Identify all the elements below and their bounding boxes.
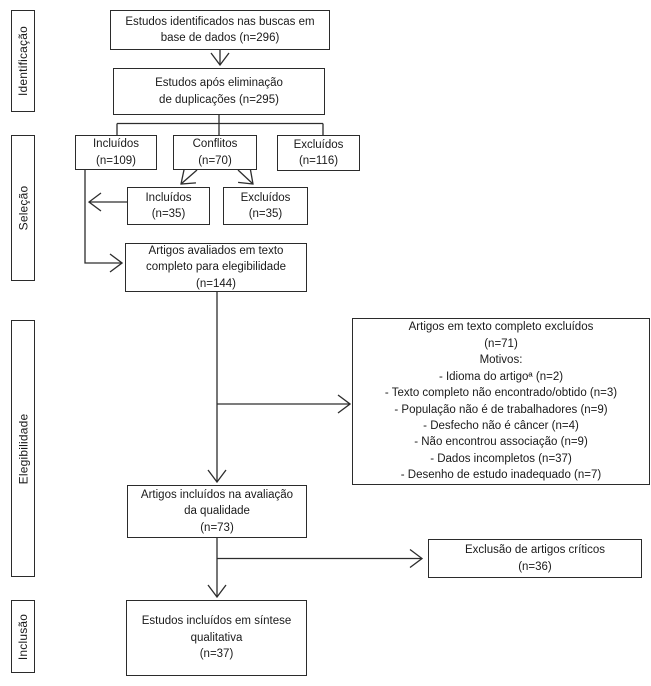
box-fulltext-assessed: Artigos avaliados em texto completo para… (125, 243, 307, 292)
box-screening-conflicts: Conflitos (n=70) (173, 135, 257, 170)
box-identified-studies: Estudos identificados nas buscas em base… (110, 10, 330, 50)
box-fulltext-excluded-text: Artigos em texto completo excluídos (n=7… (384, 321, 618, 482)
box-critical-excluded: Exclusão de artigos críticos (n=36) (428, 539, 642, 578)
box-screening-conflicts-text: Conflitos (n=70) (192, 138, 238, 167)
stage-identification-label: Identificação (16, 26, 31, 96)
box-after-deduplication-text: Estudos após eliminação de duplicações (… (155, 77, 283, 106)
arrow-conflicts-to-included (181, 170, 198, 184)
box-identified-studies-text: Estudos identificados nas buscas em base… (125, 15, 315, 44)
box-screening-included: Incluídos (n=109) (75, 135, 157, 170)
arrow-conflicts-to-excluded (237, 170, 253, 184)
box-after-deduplication: Estudos após eliminação de duplicações (… (113, 68, 325, 115)
stage-selection: Seleção (11, 135, 35, 281)
box-conflicts-included-text: Incluídos (n=35) (145, 191, 192, 220)
box-quality-included-text: Artigos incluídos na avaliação da qualid… (140, 488, 294, 534)
box-screening-excluded-text: Excluídos (n=116) (293, 138, 344, 167)
stage-inclusion: Inclusão (11, 600, 35, 673)
stage-eligibility-label: Elegibilidade (16, 413, 30, 484)
branch-dedup-to-screening (116, 115, 324, 135)
stage-identification: Identificação (11, 10, 35, 112)
box-fulltext-excluded: Artigos em texto completo excluídos (n=7… (352, 318, 650, 485)
stage-inclusion-label: Inclusão (16, 613, 31, 660)
box-screening-included-text: Incluídos (n=109) (92, 138, 140, 167)
box-screening-excluded: Excluídos (n=116) (277, 135, 360, 171)
box-quality-included: Artigos incluídos na avaliação da qualid… (127, 485, 307, 538)
box-conflicts-included: Incluídos (n=35) (127, 187, 210, 225)
box-critical-excluded-text: Exclusão de artigos críticos (n=36) (465, 544, 605, 573)
box-conflicts-excluded: Excluídos (n=35) (223, 187, 308, 225)
stage-eligibility: Elegibilidade (11, 320, 35, 577)
box-qualitative-synthesis: Estudos incluídos em síntese qualitativa… (126, 600, 307, 676)
box-fulltext-assessed-text: Artigos avaliados em texto completo para… (145, 244, 286, 290)
box-qualitative-synthesis-text: Estudos incluídos em síntese qualitativa… (141, 615, 292, 661)
arrow-included-to-fulltext (84, 168, 122, 263)
box-conflicts-excluded-text: Excluídos (n=35) (240, 191, 291, 220)
stage-selection-label: Seleção (16, 185, 31, 231)
